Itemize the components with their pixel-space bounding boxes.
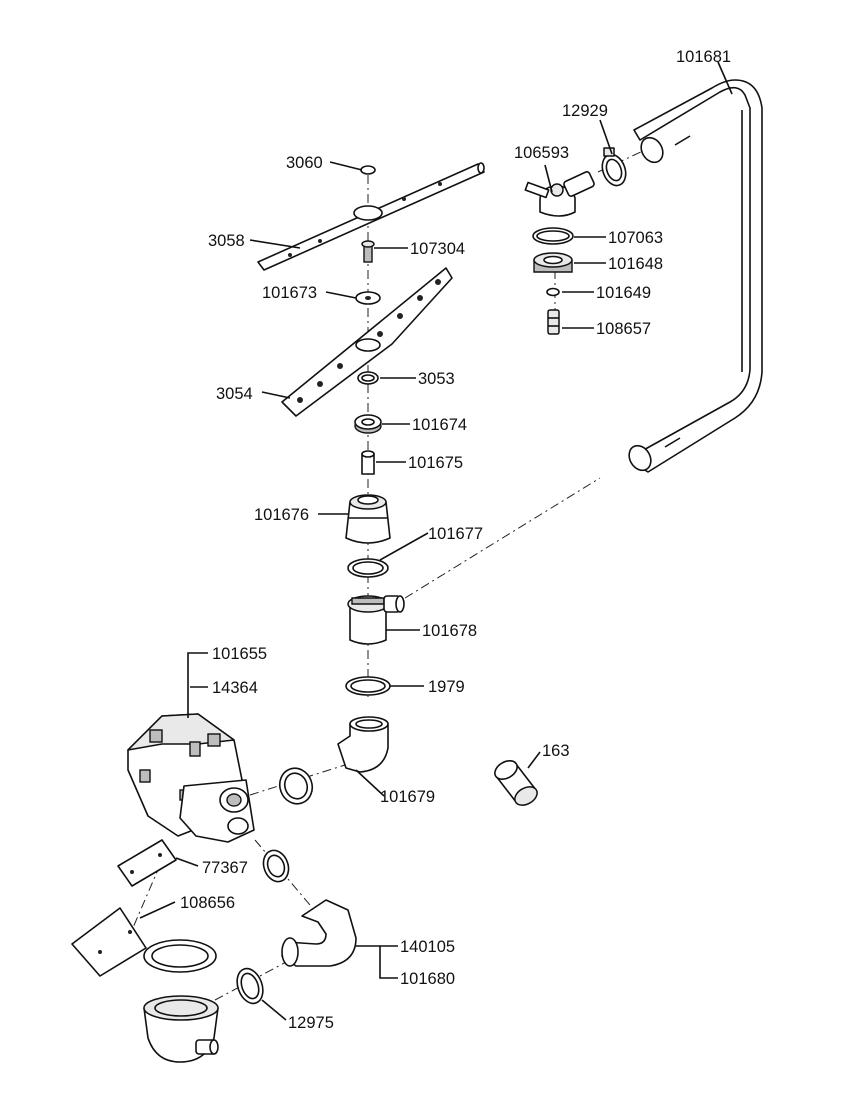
part-107304-screw — [361, 240, 375, 263]
label-101678: 101678 — [422, 622, 477, 640]
part-101674-bushing — [354, 414, 382, 434]
part-140105-hose — [281, 899, 357, 967]
part-101676-housing — [345, 494, 391, 544]
part-77367-bracket — [117, 839, 177, 887]
part-108657-fitting — [547, 309, 560, 335]
part-101681-hose — [628, 79, 763, 473]
label-163: 163 — [542, 742, 570, 760]
part-101679-elbow — [337, 716, 389, 773]
bracket-centerline — [131, 864, 161, 931]
part-106593-spray-nozzle — [524, 171, 595, 217]
label-101655: 101655 — [212, 645, 267, 663]
pump-outlet-centerline — [249, 764, 346, 796]
label-3054: 3054 — [216, 385, 253, 403]
label-101676: 101676 — [254, 506, 309, 524]
label-108656: 108656 — [180, 894, 235, 912]
label-101677: 101677 — [428, 525, 483, 543]
part-101648-nut — [533, 252, 573, 273]
label-3060: 3060 — [286, 154, 323, 172]
label-101673: 101673 — [262, 284, 317, 302]
label-3053: 3053 — [418, 370, 455, 388]
label-14364: 14364 — [212, 679, 258, 697]
part-12975-clamp — [236, 967, 264, 1005]
callout-labels: 101681 12929 106593 3060 107063 3058 107… — [180, 48, 731, 1032]
part-12929-clamp — [601, 147, 627, 187]
sump-gasket — [143, 939, 217, 973]
part-101649-ring — [546, 287, 560, 297]
label-3058: 3058 — [208, 232, 245, 250]
part-101678-manifold — [347, 595, 405, 645]
sump-housing — [143, 995, 219, 1063]
label-101680: 101680 — [400, 970, 455, 988]
label-77367: 77367 — [202, 859, 248, 877]
part-3053-ring — [357, 371, 379, 385]
part-108656-bracket — [71, 907, 147, 977]
leader-lines — [139, 61, 733, 1021]
clamp-pump-outlet — [278, 767, 314, 805]
label-12929: 12929 — [562, 102, 608, 120]
part-101675-tube — [361, 450, 375, 475]
lower-hose-centerline — [404, 477, 601, 599]
label-101675: 101675 — [408, 454, 463, 472]
label-101649: 101649 — [596, 284, 651, 302]
label-101674: 101674 — [412, 416, 467, 434]
part-101655-pump-motor — [127, 713, 255, 843]
part-3058-upper-spray-arm — [257, 162, 485, 271]
label-101681: 101681 — [676, 48, 731, 66]
label-101648: 101648 — [608, 255, 663, 273]
label-107304: 107304 — [410, 240, 465, 258]
label-108657: 108657 — [596, 320, 651, 338]
part-163-plug — [494, 760, 538, 806]
label-101679: 101679 — [380, 788, 435, 806]
label-12975: 12975 — [288, 1014, 334, 1032]
label-1979: 1979 — [428, 678, 465, 696]
part-3054-lower-spray-arm — [281, 267, 453, 417]
label-106593: 106593 — [514, 144, 569, 162]
label-140105: 140105 — [400, 938, 455, 956]
label-107063: 107063 — [608, 229, 663, 247]
part-3060-cap — [360, 165, 376, 175]
